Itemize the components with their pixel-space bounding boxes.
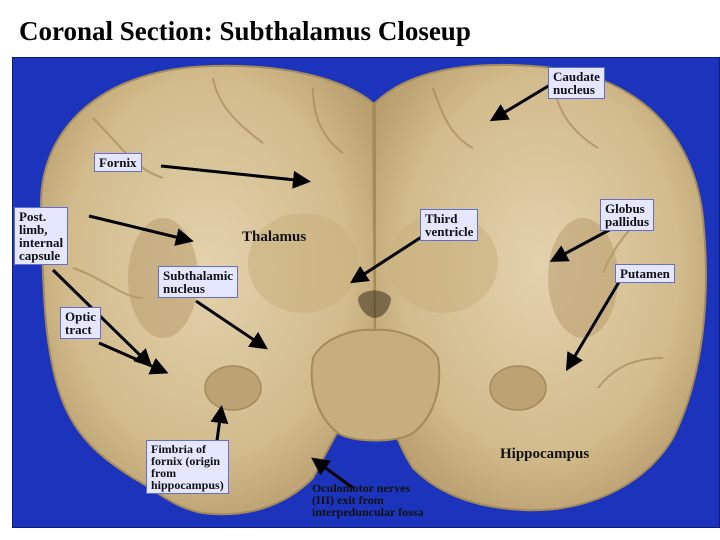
hippocampus-right xyxy=(489,365,547,411)
label-post-limb-internal-capsule: Post. limb, internal capsule xyxy=(14,207,69,265)
label-hippocampus: Hippocampus xyxy=(500,446,590,462)
label-fornix: Fornix xyxy=(94,153,142,172)
label-putamen: Putamen xyxy=(615,264,675,283)
brain-tissue-illustration xyxy=(39,63,707,516)
label-oculomotor-nerves: Oculomotor nerves (III) exit from interp… xyxy=(312,481,424,519)
third-ventricle xyxy=(358,290,391,318)
arrow-optic-tract xyxy=(98,341,169,375)
label-fimbria-of-fornix: Fimbria of fornix (origin from hippocamp… xyxy=(146,440,229,494)
arrow-putamen xyxy=(565,281,621,372)
label-optic-tract: Optic tract xyxy=(60,307,102,339)
label-caudate-nucleus: Caudate nucleus xyxy=(548,67,605,99)
arrow-post-limb xyxy=(88,214,194,246)
midbrain xyxy=(310,328,441,442)
arrow-globus-pallidus xyxy=(549,226,614,262)
arrow-fornix xyxy=(160,164,311,189)
label-globus-pallidus: Globus pallidus xyxy=(600,199,655,231)
pointer-arrows xyxy=(51,83,621,490)
arrow-oculomotor xyxy=(311,457,354,490)
thalamus-region xyxy=(248,213,358,313)
slide-title: Coronal Section: Subthalamus Closeup xyxy=(19,16,471,46)
arrow-subthalamic xyxy=(195,299,268,350)
label-subthalamic-nucleus: Subthalamic nucleus xyxy=(158,266,239,298)
label-thalamus: Thalamus xyxy=(242,229,307,245)
label-third-ventricle: Third ventricle xyxy=(420,209,479,241)
brain-coronal-section-photo xyxy=(12,57,720,528)
hippocampus-left xyxy=(204,365,262,411)
arrow-third-ventricle xyxy=(349,234,424,284)
arrow-caudate xyxy=(489,83,551,122)
